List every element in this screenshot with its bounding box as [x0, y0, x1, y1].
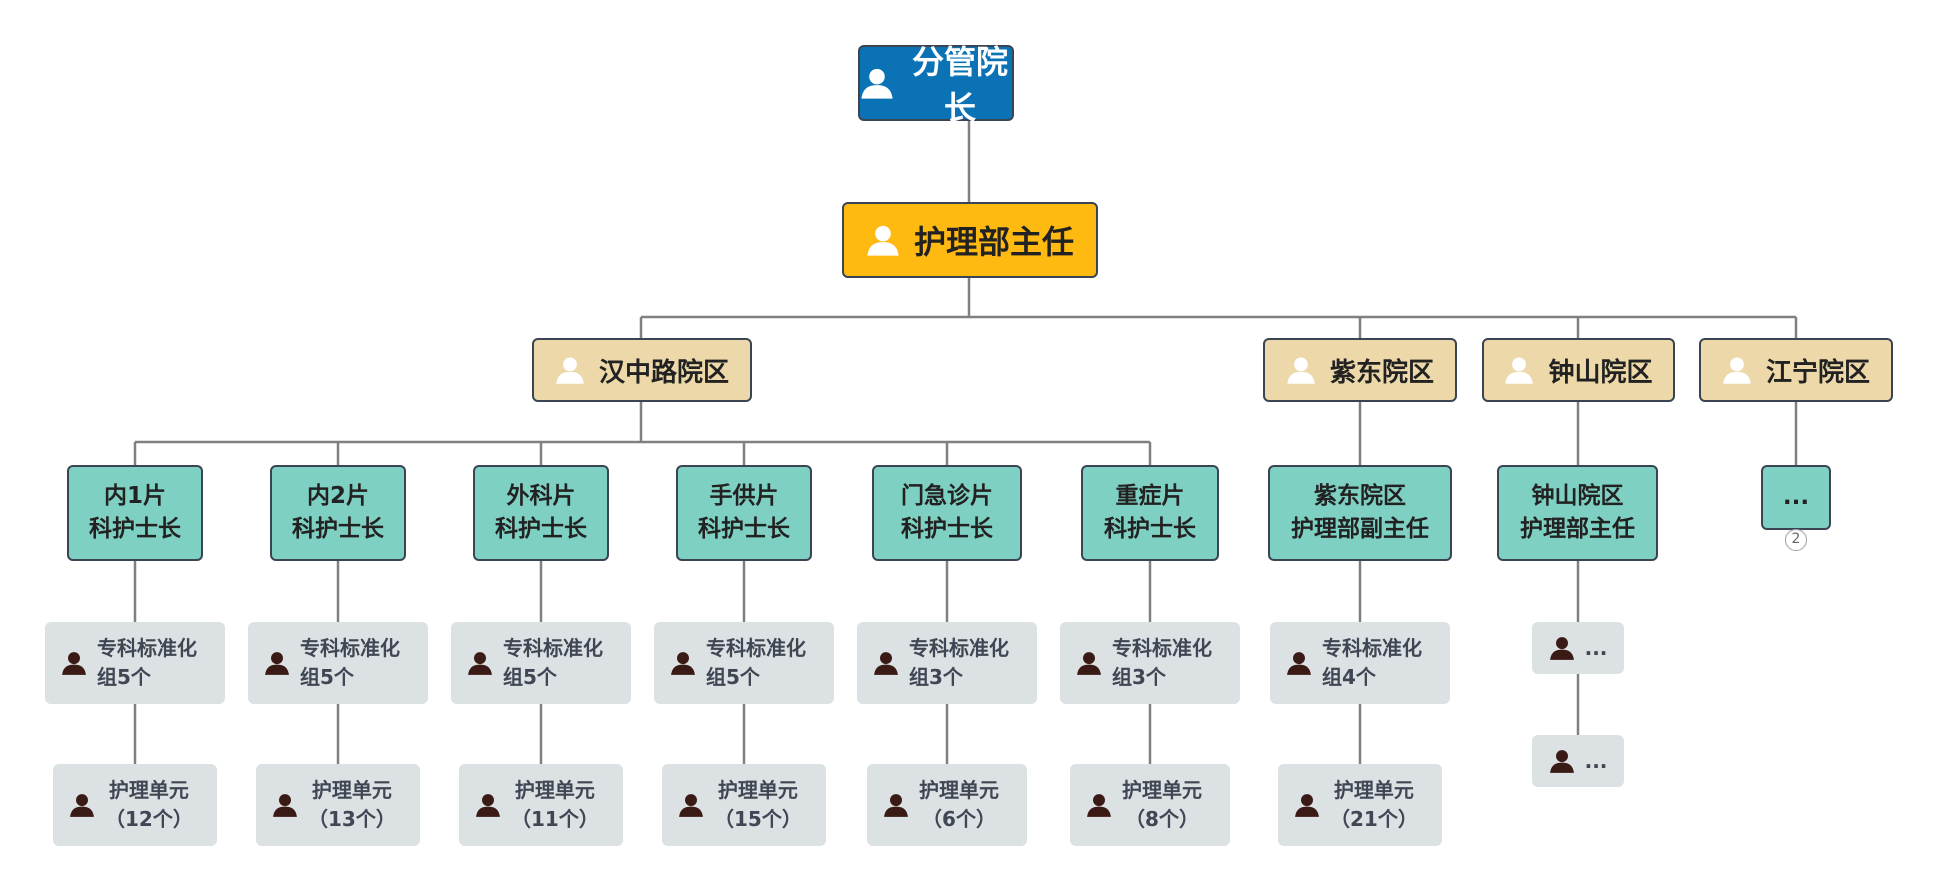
- root-node[interactable]: 分管院长: [858, 43, 1014, 127]
- campus-zidong[interactable]: 紫东院区: [1263, 338, 1457, 402]
- person-icon: [1287, 357, 1315, 384]
- head-nurse-label: 内2片 科护士长: [292, 483, 384, 542]
- edge-hanzhong-headnurses: [133, 402, 1152, 465]
- collapsed-count-badge[interactable]: 2: [1785, 529, 1807, 551]
- head-nurse-node[interactable]: 外科片 科护士长: [473, 465, 609, 561]
- campus-hanzhong[interactable]: 汉中路院区: [532, 338, 752, 402]
- campus-label: 江宁院区: [1765, 357, 1870, 388]
- head-nurse-node[interactable]: 重症片 科护士长: [1081, 465, 1219, 561]
- unit-node[interactable]: 护理单元 （8个）: [1070, 764, 1230, 846]
- person-icon: [468, 652, 492, 675]
- group-node[interactable]: 专科标准化 组5个: [45, 622, 225, 704]
- campus-jiangning[interactable]: 江宁院区: [1699, 338, 1893, 402]
- group-node[interactable]: 专科标准化 组5个: [654, 622, 834, 704]
- root-label: 分管院长: [911, 43, 1008, 127]
- person-icon: [1087, 794, 1111, 817]
- person-icon: [867, 225, 899, 256]
- collapsed-node[interactable]: ...: [1761, 465, 1831, 530]
- person-icon: [1723, 357, 1751, 384]
- head-nurse-label: 门急诊片 科护士长: [901, 483, 993, 542]
- person-icon: [70, 794, 94, 817]
- collapsed-group-node[interactable]: ...: [1532, 622, 1624, 674]
- group-label: 专科标准化 组3个: [909, 636, 1009, 689]
- collapsed-label: ...: [1782, 484, 1810, 510]
- group-label: 专科标准化 组3个: [1112, 636, 1212, 689]
- head-nurse-label: 紫东院区 护理部副主任: [1291, 483, 1429, 542]
- campus-label: 紫东院区: [1329, 357, 1434, 388]
- group-node[interactable]: 专科标准化 组5个: [451, 622, 631, 704]
- edge-groups-units: [133, 674, 1580, 764]
- head-nurse-label: 重症片 科护士长: [1104, 483, 1196, 542]
- unit-label: 护理单元 （15个）: [714, 778, 802, 831]
- group-label: 专科标准化 组5个: [706, 636, 806, 689]
- unit-label: 护理单元 （8个）: [1122, 778, 1202, 831]
- unit-label: 护理单元 （21个）: [1330, 778, 1418, 831]
- unit-label: 护理单元 （6个）: [919, 778, 999, 831]
- group-node[interactable]: 专科标准化 组5个: [248, 622, 428, 704]
- group-node[interactable]: 专科标准化 组3个: [857, 622, 1037, 704]
- head-nurse-label: 外科片 科护士长: [495, 483, 587, 542]
- director-node[interactable]: 护理部主任: [842, 202, 1098, 278]
- unit-label: 护理单元 （12个）: [105, 778, 193, 831]
- head-nurse-node[interactable]: 手供片 科护士长: [676, 465, 812, 561]
- person-icon: [679, 794, 703, 817]
- head-nurse-node[interactable]: 内1片 科护士长: [67, 465, 203, 561]
- person-icon: [1505, 357, 1534, 384]
- unit-node[interactable]: 护理单元 （11个）: [459, 764, 623, 846]
- campus-label: 钟山院区: [1548, 357, 1653, 388]
- person-icon: [1549, 637, 1574, 660]
- campus-director-node[interactable]: 钟山院区 护理部主任: [1497, 465, 1658, 561]
- unit-node[interactable]: 护理单元 （15个）: [662, 764, 826, 846]
- group-node[interactable]: 专科标准化 组3个: [1060, 622, 1240, 704]
- person-icon: [671, 652, 695, 675]
- person-icon: [476, 794, 500, 817]
- person-icon: [1077, 652, 1101, 675]
- person-icon: [265, 652, 289, 675]
- head-nurse-label: 手供片 科护士长: [698, 483, 790, 542]
- deputy-director-node[interactable]: 紫东院区 护理部副主任: [1268, 465, 1452, 561]
- group-label: 专科标准化 组4个: [1322, 636, 1422, 689]
- edge-level3-groups: [133, 561, 1580, 622]
- unit-label: ...: [1584, 748, 1608, 773]
- person-icon: [884, 794, 908, 817]
- person-icon: [874, 652, 898, 675]
- edge-director-campuses: [639, 278, 1798, 338]
- person-icon: [1295, 794, 1319, 817]
- unit-node[interactable]: 护理单元 （6个）: [867, 764, 1027, 846]
- person-icon: [1549, 750, 1574, 773]
- group-node[interactable]: 专科标准化 组4个: [1270, 622, 1450, 704]
- group-label: ...: [1584, 635, 1608, 660]
- collapsed-unit-node[interactable]: ...: [1532, 735, 1624, 787]
- group-label: 专科标准化 组5个: [503, 636, 603, 689]
- head-nurse-label: 钟山院区 护理部主任: [1520, 483, 1635, 542]
- unit-node[interactable]: 护理单元 （12个）: [53, 764, 217, 846]
- head-nurse-label: 内1片 科护士长: [89, 483, 181, 542]
- unit-label: 护理单元 （11个）: [511, 778, 599, 831]
- person-icon: [273, 794, 297, 817]
- person-icon: [861, 68, 893, 99]
- director-label: 护理部主任: [913, 223, 1074, 261]
- campus-label: 汉中路院区: [598, 357, 729, 388]
- person-icon: [556, 357, 584, 384]
- head-nurse-node[interactable]: 门急诊片 科护士长: [872, 465, 1022, 561]
- campus-zhongshan[interactable]: 钟山院区: [1482, 338, 1675, 402]
- unit-node[interactable]: 护理单元 （13个）: [256, 764, 420, 846]
- unit-node[interactable]: 护理单元 （21个）: [1278, 764, 1442, 846]
- person-icon: [62, 652, 86, 675]
- unit-label: 护理单元 （13个）: [308, 778, 396, 831]
- group-label: 专科标准化 组5个: [97, 636, 197, 689]
- head-nurse-node[interactable]: 内2片 科护士长: [270, 465, 406, 561]
- person-icon: [1287, 652, 1311, 675]
- group-label: 专科标准化 组5个: [300, 636, 400, 689]
